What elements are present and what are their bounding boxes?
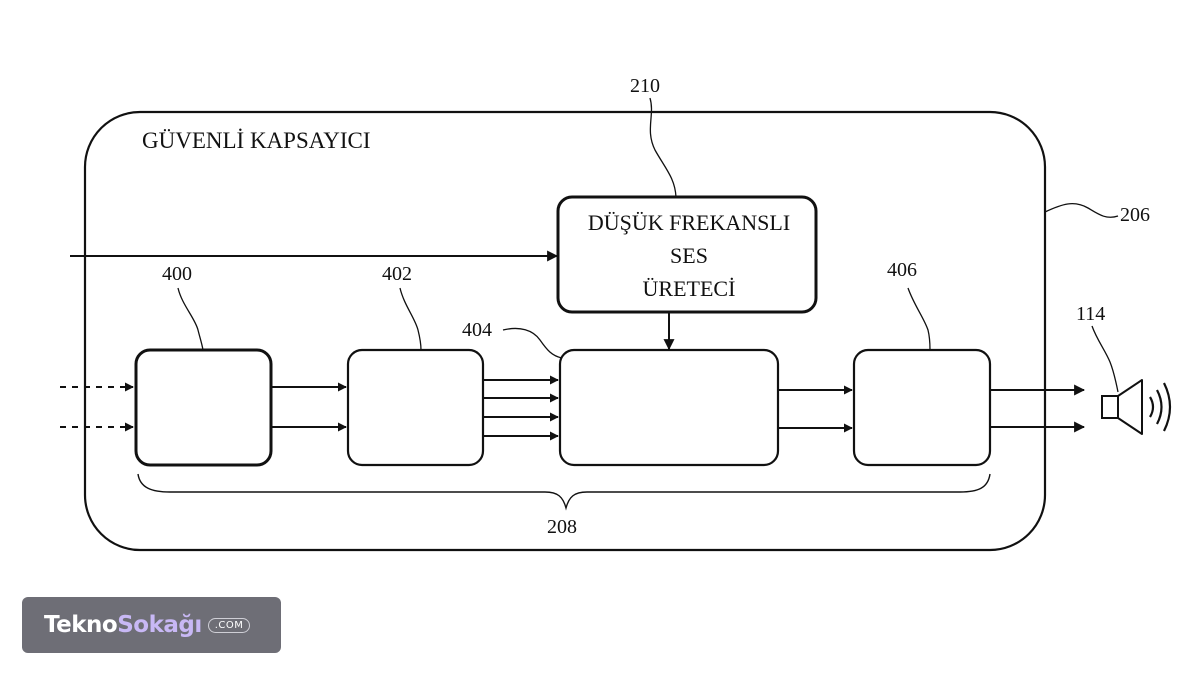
leader-402 (399, 287, 422, 351)
container-title: GÜVENLİ KAPSAYICI (142, 128, 371, 153)
ref-208: 208 (547, 516, 577, 538)
leader-210 (649, 97, 677, 198)
ref-400: 400 (162, 263, 192, 285)
generator-line-2: SES (670, 243, 708, 268)
ref-406: 406 (887, 259, 917, 281)
block-404 (558, 348, 780, 467)
block-402 (346, 348, 485, 467)
speaker-icon (1101, 379, 1172, 435)
watermark-suffix: .COM (207, 617, 251, 633)
ref-114: 114 (1076, 303, 1105, 325)
generator-line-3: ÜRETECİ (643, 276, 736, 301)
watermark-part-2: Sokağı (117, 612, 202, 638)
ref-206: 206 (1120, 204, 1150, 226)
block-406 (852, 348, 992, 467)
leader-406 (907, 287, 931, 351)
generator-line-1: DÜŞÜK FREKANSLI (588, 210, 790, 235)
secure-container (83, 110, 1047, 552)
leader-404 (502, 327, 563, 359)
leader-114 (1091, 325, 1119, 393)
ref-402: 402 (382, 263, 412, 285)
watermark-part-1: Tekno (44, 612, 118, 638)
leader-400 (177, 287, 204, 351)
block-400 (134, 348, 273, 467)
leader-206 (1044, 202, 1119, 218)
ref-210: 210 (630, 75, 660, 97)
brace-208 (137, 473, 991, 511)
ref-404: 404 (462, 319, 492, 341)
